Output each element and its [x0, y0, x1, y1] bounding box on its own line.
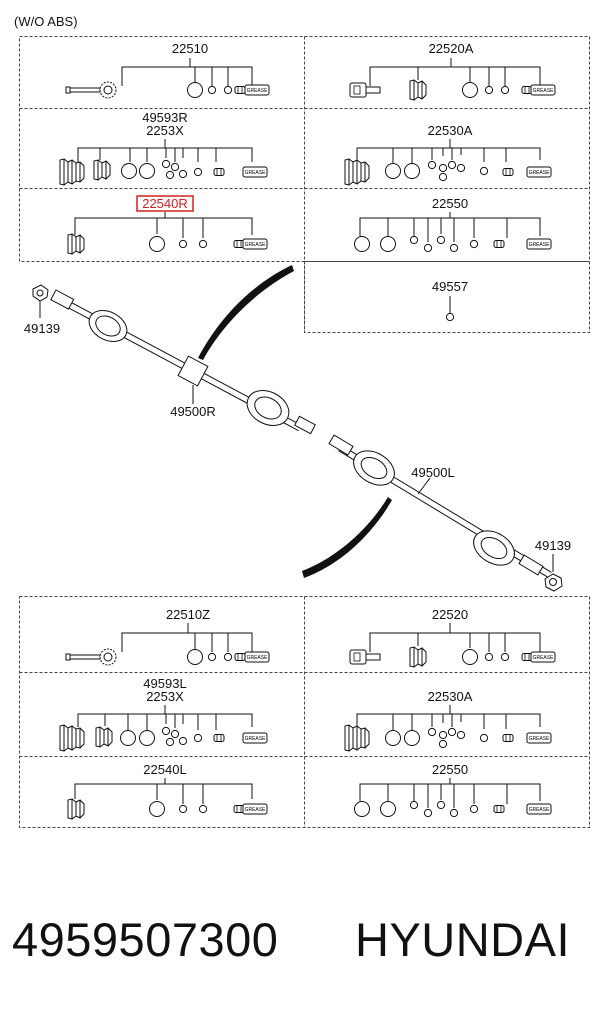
assembly-arc-upper — [198, 265, 294, 360]
kit-label: 22530A — [428, 123, 473, 138]
kit-label-secondary: 2253X — [146, 689, 184, 704]
grease-text: GREASE — [533, 88, 555, 94]
grease-tube-icon — [242, 803, 268, 815]
kit-22510[interactable]: 22510 GREASE — [65, 41, 270, 99]
kit-label: 22550 — [432, 762, 468, 777]
grease-tube-icon — [242, 166, 268, 178]
grease-tube-icon — [526, 166, 552, 178]
kit-22550-lower[interactable]: 22550 GREASE — [354, 762, 552, 818]
kit-49557[interactable]: 49557 — [432, 279, 468, 322]
grease-tube-icon — [526, 238, 552, 250]
shaft-label: 49500R — [170, 404, 216, 419]
grease-text: GREASE — [529, 736, 551, 742]
kit-label: 22530A — [428, 689, 473, 704]
grease-text: GREASE — [245, 170, 267, 176]
grease-tube-icon — [530, 651, 556, 663]
grease-text: GREASE — [247, 655, 269, 661]
kit-label: 22550 — [432, 196, 468, 211]
grease-tube-icon — [242, 732, 268, 744]
grease-tube-icon — [530, 84, 556, 96]
kit-label: 22540R — [142, 196, 188, 211]
shaft-49500L[interactable]: 49500L — [328, 434, 552, 578]
nut-49139-lower[interactable]: 49139 — [535, 538, 571, 592]
grease-tube-icon — [242, 238, 268, 250]
shaft-49500R[interactable]: 49500R — [50, 289, 316, 435]
kit-label: 49593L — [143, 676, 186, 691]
grease-tube-icon — [526, 732, 552, 744]
highlight-box — [136, 195, 194, 212]
kit-22540R[interactable]: 22540R GREASE — [67, 195, 268, 255]
kit-label: 22520A — [429, 41, 474, 56]
grease-text: GREASE — [533, 655, 555, 661]
kit-label: 22540L — [143, 762, 186, 777]
nut-label: 49139 — [535, 538, 571, 553]
shaft-label: 49500L — [411, 465, 454, 480]
kit-49593R[interactable]: 49593R 2253X GREASE — [59, 110, 268, 186]
grease-text: GREASE — [529, 170, 551, 176]
grease-tube-icon — [244, 84, 270, 96]
assembly-arc-lower — [302, 497, 392, 578]
grease-text: GREASE — [245, 736, 267, 742]
grease-text: GREASE — [247, 88, 269, 94]
grease-text: GREASE — [529, 807, 551, 813]
kit-49593L[interactable]: 49593L 2253X GREASE — [59, 676, 268, 752]
kit-22510Z[interactable]: 22510Z GREASE — [65, 607, 270, 666]
kit-22520A[interactable]: 22520A GREASE — [349, 41, 556, 101]
kit-22550[interactable]: 22550 GREASE — [354, 196, 552, 253]
nut-49139-upper[interactable]: 49139 — [24, 284, 60, 336]
kit-label: 49557 — [432, 279, 468, 294]
kit-label-secondary: 2253X — [146, 123, 184, 138]
kit-22530A-lower[interactable]: 22530A GREASE — [344, 689, 552, 752]
kit-22540L[interactable]: 22540L GREASE — [67, 762, 268, 820]
upper-kit-grid — [19, 36, 590, 333]
grease-text: GREASE — [245, 807, 267, 813]
kit-label: 22510Z — [166, 607, 210, 622]
lower-kit-grid — [19, 596, 590, 828]
kit-label: 22510 — [172, 41, 208, 56]
kit-label: 49593R — [142, 110, 188, 125]
nut-label: 49139 — [24, 321, 60, 336]
kit-label: 22520 — [432, 607, 468, 622]
grease-text: GREASE — [529, 242, 551, 248]
grease-text: GREASE — [245, 242, 267, 248]
part-number: 4959507300 — [12, 913, 279, 966]
kit-22530A[interactable]: 22530A GREASE — [344, 123, 552, 186]
kit-22520[interactable]: 22520 GREASE — [349, 607, 556, 668]
variant-note: (W/O ABS) — [14, 14, 78, 29]
brand-name: HYUNDAI — [355, 913, 571, 966]
grease-tube-icon — [526, 803, 552, 815]
grease-tube-icon — [244, 651, 270, 663]
